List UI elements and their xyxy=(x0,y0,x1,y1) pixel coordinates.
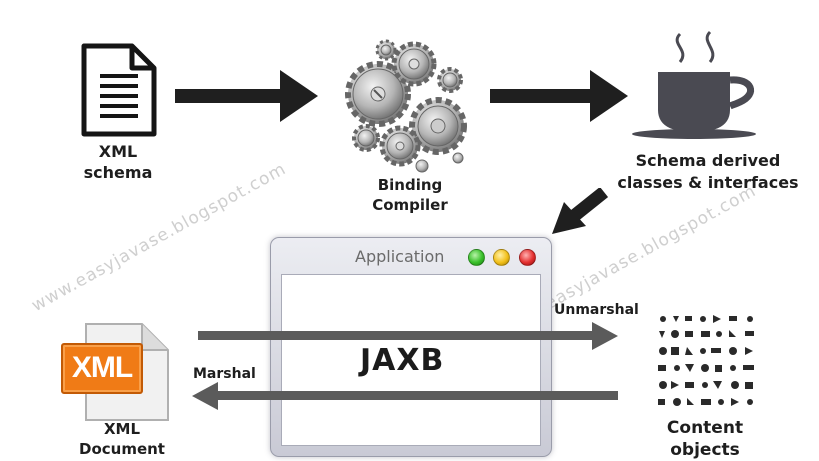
application-title: Application xyxy=(355,247,445,266)
unmarshal-label: Unmarshal xyxy=(554,302,639,318)
marshal-label: Marshal xyxy=(193,366,256,382)
content-objects-label: Content objects xyxy=(666,418,744,460)
document-icon xyxy=(81,43,157,137)
arrow-schema-to-compiler xyxy=(175,70,318,122)
xml-badge: XML xyxy=(61,343,143,394)
red-button[interactable] xyxy=(519,249,536,266)
xml-document-label: XML Document xyxy=(79,420,165,458)
green-button[interactable] xyxy=(468,249,485,266)
application-window: Application xyxy=(270,237,552,457)
schema-derived-label: Schema derived classes & interfaces xyxy=(617,151,799,192)
unmarshal-arrow xyxy=(198,322,618,350)
application-content xyxy=(281,274,541,446)
arrow-classes-to-application xyxy=(552,188,608,234)
arrow-compiler-to-classes xyxy=(490,70,628,122)
marshal-arrow xyxy=(192,382,618,410)
jaxb-label: JAXB xyxy=(360,343,445,378)
binding-compiler-label: Binding Compiler xyxy=(372,176,448,214)
xml-schema-label: XML schema xyxy=(83,142,153,182)
xml-badge-text: XML xyxy=(71,351,133,384)
gears-icon xyxy=(345,39,467,173)
yellow-button[interactable] xyxy=(493,249,510,266)
objects-collage-icon xyxy=(658,315,754,406)
coffee-cup-icon xyxy=(632,30,756,139)
